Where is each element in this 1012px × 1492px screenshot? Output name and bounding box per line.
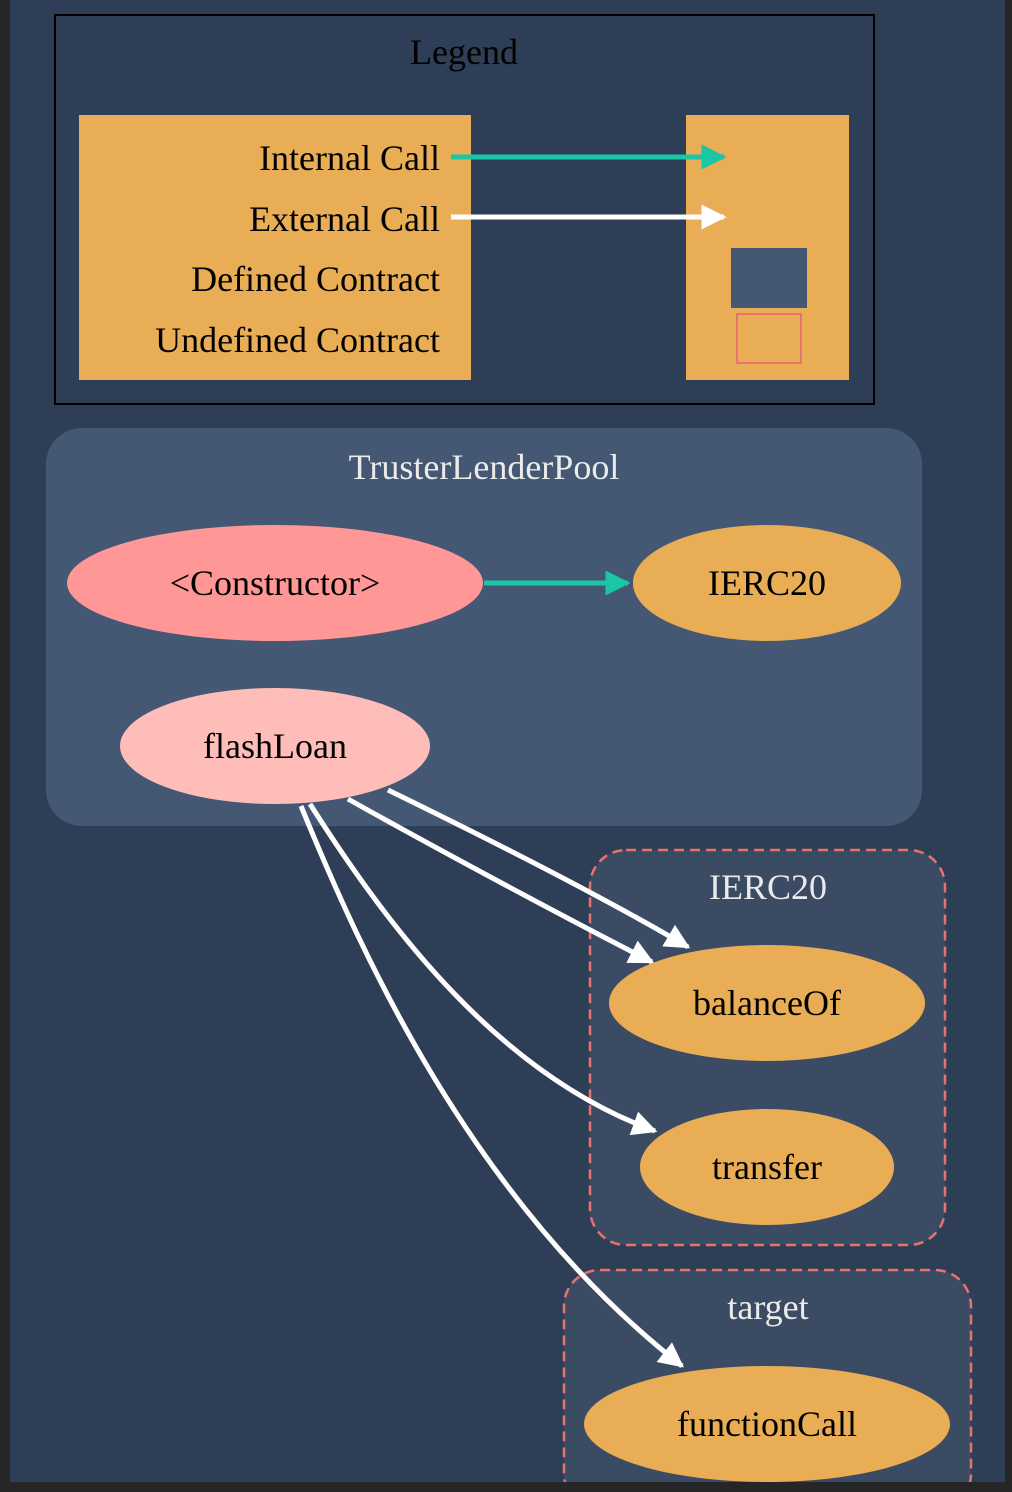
node-constructor[interactable]: <Constructor>	[67, 525, 483, 641]
left-edge	[0, 0, 10, 1492]
legend-undefined-contract-label: Undefined Contract	[155, 320, 440, 360]
node-functioncall-shape[interactable]	[584, 1366, 950, 1482]
edge-flashloan-to-balanceof-a	[386, 787, 691, 950]
node-ierc20-contract[interactable]: IERC20	[633, 525, 901, 641]
cluster-target-title: target	[727, 1287, 808, 1327]
node-transfer[interactable]: transfer	[640, 1109, 894, 1225]
legend-external-call-label: External Call	[249, 199, 440, 239]
node-ierc20-contract-label: IERC20	[708, 563, 826, 603]
bottom-edge-overlay	[0, 1482, 1012, 1492]
legend-defined-contract-label: Defined Contract	[191, 259, 440, 299]
node-balanceof-label: balanceOf	[693, 983, 841, 1023]
node-functioncall[interactable]: functionCall	[584, 1366, 950, 1482]
edge-flashloan-to-transfer	[307, 802, 658, 1136]
node-transfer-shape[interactable]	[640, 1109, 894, 1225]
legend-defined-contract-swatch	[731, 248, 807, 308]
cluster-ierc20-title: IERC20	[709, 867, 827, 907]
cluster-truster-lender-pool-title: TrusterLenderPool	[349, 447, 620, 487]
edges	[298, 570, 691, 1368]
node-transfer-label: transfer	[712, 1147, 822, 1187]
legend-title: Legend	[410, 32, 518, 72]
node-ierc20-contract-shape[interactable]	[633, 525, 901, 641]
node-functioncall-label: functionCall	[677, 1404, 857, 1444]
legend: Legend Internal Call External Call Defin…	[54, 14, 875, 405]
right-edge	[1005, 0, 1012, 1492]
legend-labels-box	[79, 115, 471, 380]
node-flashloan-shape[interactable]	[120, 688, 430, 804]
node-constructor-label: <Constructor>	[170, 563, 381, 603]
node-flashloan[interactable]: flashLoan	[120, 688, 430, 804]
edge-flashloan-to-balanceof-b	[346, 796, 655, 965]
legend-internal-call-label: Internal Call	[259, 138, 440, 178]
edge-flashloan-to-functioncall	[298, 805, 684, 1368]
legend-undefined-contract-swatch	[736, 313, 802, 364]
node-flashloan-label: flashLoan	[203, 726, 347, 766]
node-balanceof[interactable]: balanceOf	[609, 945, 925, 1061]
node-balanceof-shape[interactable]	[609, 945, 925, 1061]
node-constructor-shape[interactable]	[67, 525, 483, 641]
